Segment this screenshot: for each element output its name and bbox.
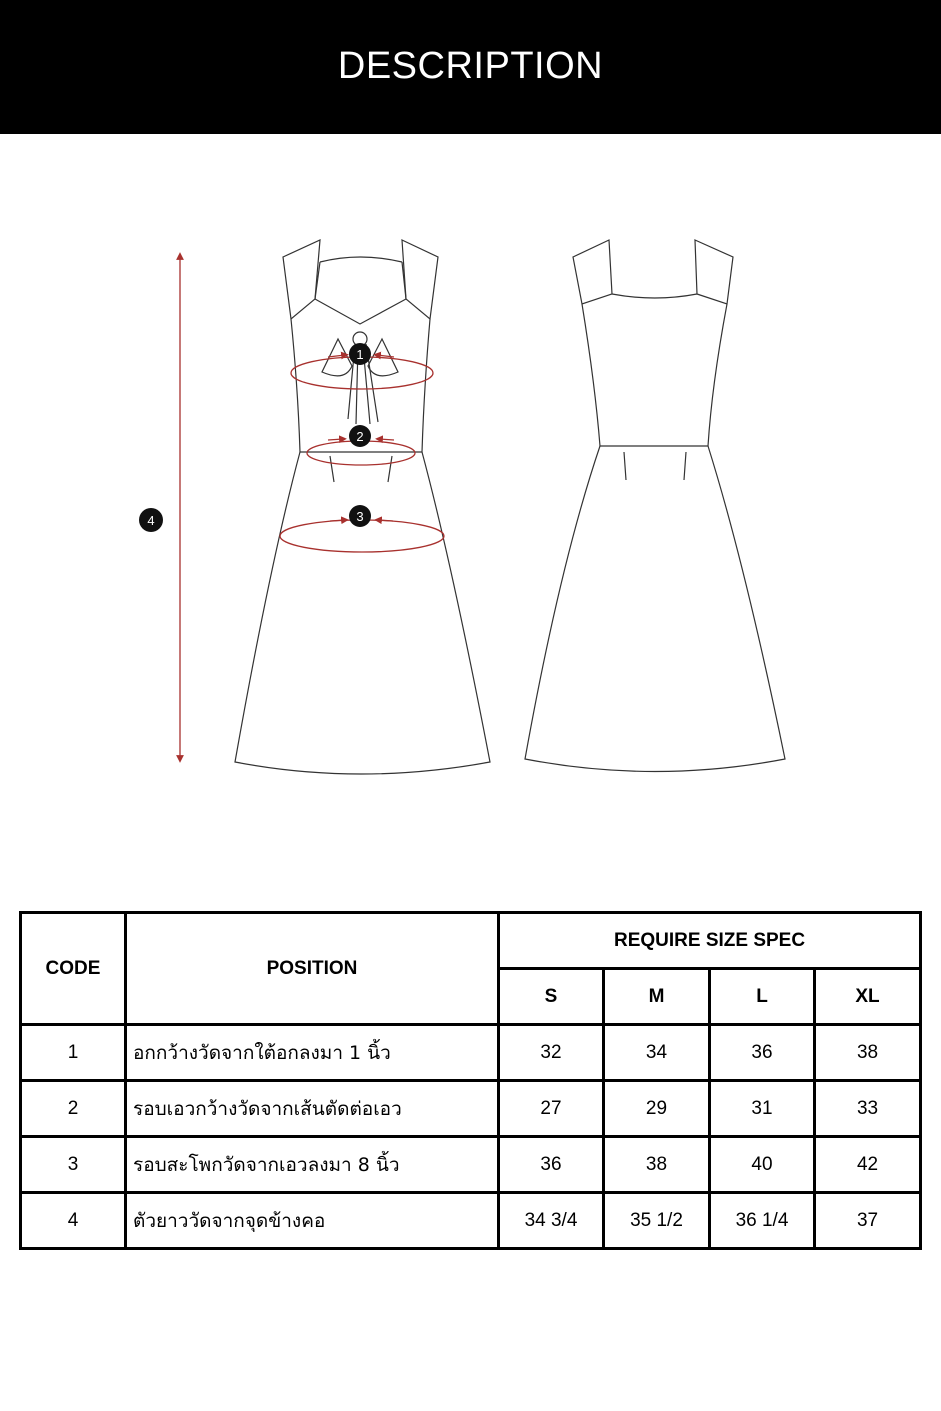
- code-header: CODE: [19, 911, 127, 1026]
- dress-diagram: 1 2 3 4: [0, 134, 941, 894]
- row-value-s: 27: [497, 1079, 605, 1138]
- row-value-m: 38: [602, 1135, 711, 1194]
- row-value-l: 31: [708, 1079, 816, 1138]
- row-value-s: 32: [497, 1023, 605, 1082]
- marker-3: 3: [349, 505, 371, 527]
- row-value-s: 34 3/4: [497, 1191, 605, 1250]
- row-value-xl: 37: [812, 1191, 923, 1250]
- row-position: ตัวยาววัดจากจุดข้างคอ: [124, 1191, 500, 1250]
- row-value-s: 36: [497, 1135, 605, 1194]
- row-value-m: 34: [602, 1023, 711, 1082]
- header-bar: DESCRIPTION: [0, 0, 941, 134]
- row-value-m: 29: [602, 1079, 711, 1138]
- page-title: DESCRIPTION: [337, 44, 604, 87]
- marker-1: 1: [349, 343, 371, 365]
- marker-2: 2: [349, 425, 371, 447]
- row-code: 1: [19, 1023, 127, 1082]
- table-row: 2 รอบเอวกว้างวัดจากเส้นตัดต่อเอว 27 29 3…: [19, 1079, 923, 1138]
- require-size-spec-header: REQUIRE SIZE SPEC: [496, 911, 923, 970]
- row-value-xl: 33: [812, 1079, 923, 1138]
- row-value-l: 36: [708, 1023, 816, 1082]
- table-row: 3 รอบสะโพกวัดจากเอวลงมา 8 นิ้ว 36 38 40 …: [19, 1135, 923, 1194]
- row-code: 4: [19, 1191, 127, 1250]
- measure-lines: [176, 252, 445, 763]
- row-position: อกกว้างวัดจากใต้อกลงมา 1 นิ้ว: [124, 1023, 500, 1082]
- dress-back: [524, 239, 786, 773]
- marker-4: 4: [139, 508, 163, 532]
- svg-text:1: 1: [356, 347, 363, 362]
- row-value-l: 36 1/4: [708, 1191, 816, 1250]
- svg-text:4: 4: [147, 513, 154, 528]
- dress-front: [234, 239, 491, 775]
- size-header-m: M: [602, 967, 711, 1026]
- row-code: 2: [19, 1079, 127, 1138]
- row-position: รอบสะโพกวัดจากเอวลงมา 8 นิ้ว: [124, 1135, 500, 1194]
- size-header-l: L: [708, 967, 816, 1026]
- row-value-m: 35 1/2: [602, 1191, 711, 1250]
- svg-text:2: 2: [356, 429, 363, 444]
- row-value-xl: 38: [812, 1023, 923, 1082]
- table-row: 4 ตัวยาววัดจากจุดข้างคอ 34 3/4 35 1/2 36…: [19, 1191, 923, 1250]
- position-header: POSITION: [124, 911, 500, 1026]
- table-row: 1 อกกว้างวัดจากใต้อกลงมา 1 นิ้ว 32 34 36…: [19, 1023, 923, 1082]
- row-position: รอบเอวกว้างวัดจากเส้นตัดต่อเอว: [124, 1079, 500, 1138]
- row-value-xl: 42: [812, 1135, 923, 1194]
- size-header-s: S: [497, 967, 605, 1026]
- size-spec-table: CODE POSITION REQUIRE SIZE SPEC S M L XL…: [19, 911, 923, 1250]
- row-code: 3: [19, 1135, 127, 1194]
- svg-text:3: 3: [356, 509, 363, 524]
- row-value-l: 40: [708, 1135, 816, 1194]
- size-header-xl: XL: [812, 967, 923, 1026]
